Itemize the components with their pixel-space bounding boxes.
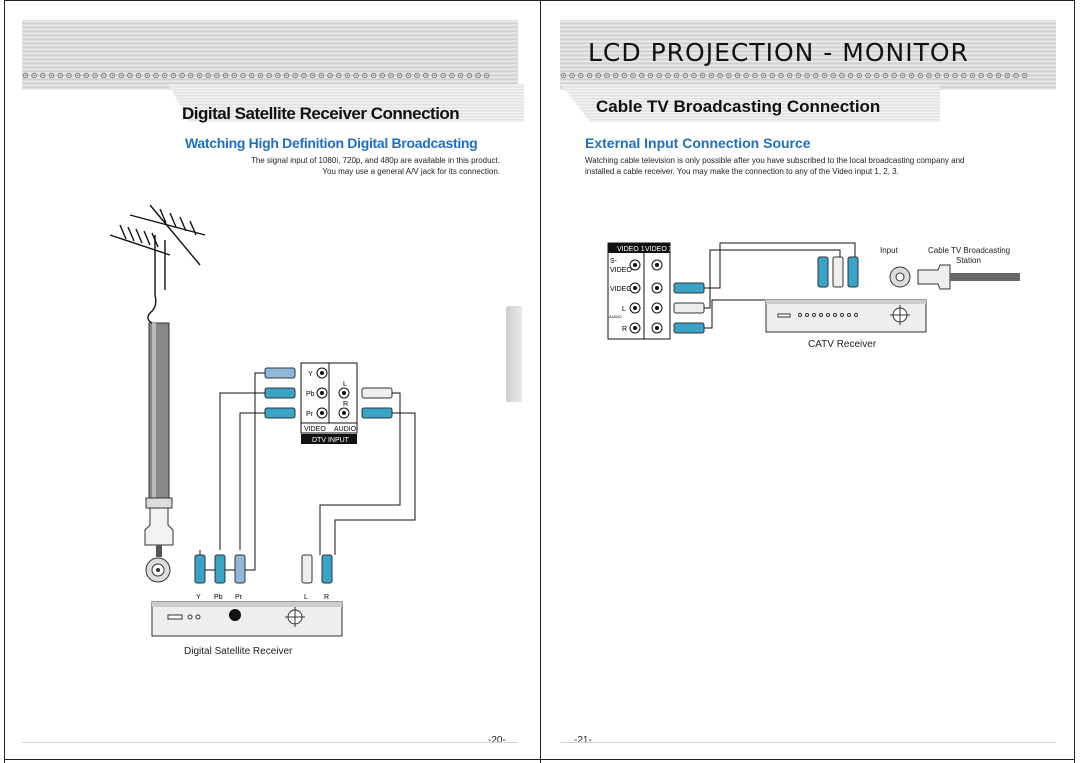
panel-label-y: Y — [308, 371, 313, 378]
receiver-plugs — [194, 554, 333, 584]
panel-label-svideo: VIDEO — [610, 267, 632, 274]
left-body-line-2: You may use a general A/V jack for its c… — [322, 167, 500, 176]
satellite-connection-diagram: Y Pb Pr L R VIDEO AUDIO DTV INPUT Y Pb P… — [109, 204, 416, 637]
receiver-label-pb: Pb — [214, 594, 223, 601]
panel-label-l: L — [343, 381, 347, 388]
left-title-tab — [168, 84, 524, 122]
coax-clamp-icon — [145, 497, 173, 509]
satellite-receiver-box — [151, 601, 343, 637]
panel-label-video3: VIDEO 3 — [645, 246, 673, 253]
left-page-number: -20- — [488, 735, 506, 746]
left-section-title: Digital Satellite Receiver Connection — [182, 104, 460, 123]
panel-label-r: R — [622, 326, 627, 333]
left-footer-line — [22, 742, 518, 743]
center-divider — [540, 0, 541, 763]
receiver-plugs — [817, 256, 859, 288]
right-body-line-1: Watching cable television is only possib… — [585, 156, 965, 165]
right-subtitle: External Input Connection Source — [585, 135, 811, 151]
component-plugs — [264, 367, 393, 419]
antenna-icon — [109, 204, 206, 324]
station-label-2: Station — [956, 256, 981, 265]
top-border — [4, 0, 1075, 1]
right-caption: CATV Receiver — [808, 339, 877, 350]
left-caption: Digital Satellite Receiver — [184, 646, 293, 657]
panel-label-audio-small: AUDIO — [609, 314, 622, 319]
panel-label-video: VIDEO — [304, 426, 326, 433]
receiver-label-pr: Pr — [235, 594, 243, 601]
receiver-label-y: Y — [196, 594, 201, 601]
left-dot-strip: ⊙⊙⊙⊙⊙⊙⊙⊙⊙⊙⊙⊙⊙⊙⊙⊙⊙⊙⊙⊙⊙⊙⊙⊙⊙⊙⊙⊙⊙⊙⊙⊙⊙⊙⊙⊙⊙⊙⊙⊙… — [22, 72, 492, 80]
left-page-border — [4, 0, 5, 763]
right-section-title: Cable TV Broadcasting Connection — [596, 97, 881, 116]
left-subtitle: Watching High Definition Digital Broadca… — [185, 135, 478, 151]
receiver-label-r: R — [324, 594, 329, 601]
input-label: Input — [880, 246, 898, 255]
right-banner — [560, 20, 1056, 90]
right-footer-line — [560, 742, 1056, 743]
panel-label-audio: AUDIO — [334, 426, 357, 433]
station-label-1: Cable TV Broadcasting — [928, 246, 1011, 255]
bottom-border — [4, 759, 1075, 760]
panel-label-video: VIDEO — [610, 286, 632, 293]
catv-connection-diagram: VIDEO 1 VIDEO 3 S- VIDEO VIDEO L AUDIO R — [607, 242, 1020, 340]
panel-plugs — [673, 282, 705, 334]
panel-label-video1: VIDEO 1 — [617, 246, 645, 253]
right-page-number: -21- — [574, 735, 592, 746]
panel-label-s: S- — [610, 258, 618, 265]
panel-label-l: L — [622, 306, 626, 313]
coax-plug-icon — [917, 264, 951, 290]
panel-label-dtv: DTV INPUT — [312, 437, 350, 444]
right-banner-title: LCD PROJECTION - MONITOR — [588, 38, 969, 67]
receiver-label-l: L — [304, 594, 308, 601]
side-tab — [506, 306, 522, 402]
panel-label-r: R — [343, 401, 348, 408]
coax-plug-icon — [144, 507, 174, 546]
right-title-tab — [560, 84, 940, 122]
panel-label-pr: Pr — [306, 411, 314, 418]
right-dot-strip: ⊙⊙⊙⊙⊙⊙⊙⊙⊙⊙⊙⊙⊙⊙⊙⊙⊙⊙⊙⊙⊙⊙⊙⊙⊙⊙⊙⊙⊙⊙⊙⊙⊙⊙⊙⊙⊙⊙⊙⊙… — [560, 72, 1030, 80]
left-banner — [22, 20, 518, 90]
panel-label-pb: Pb — [306, 391, 315, 398]
left-body-line-1: The signal input of 1080i, 720p, and 480… — [250, 156, 500, 165]
right-body-line-2: installed a cable receiver. You may make… — [585, 167, 899, 176]
right-page-border — [1074, 0, 1075, 763]
